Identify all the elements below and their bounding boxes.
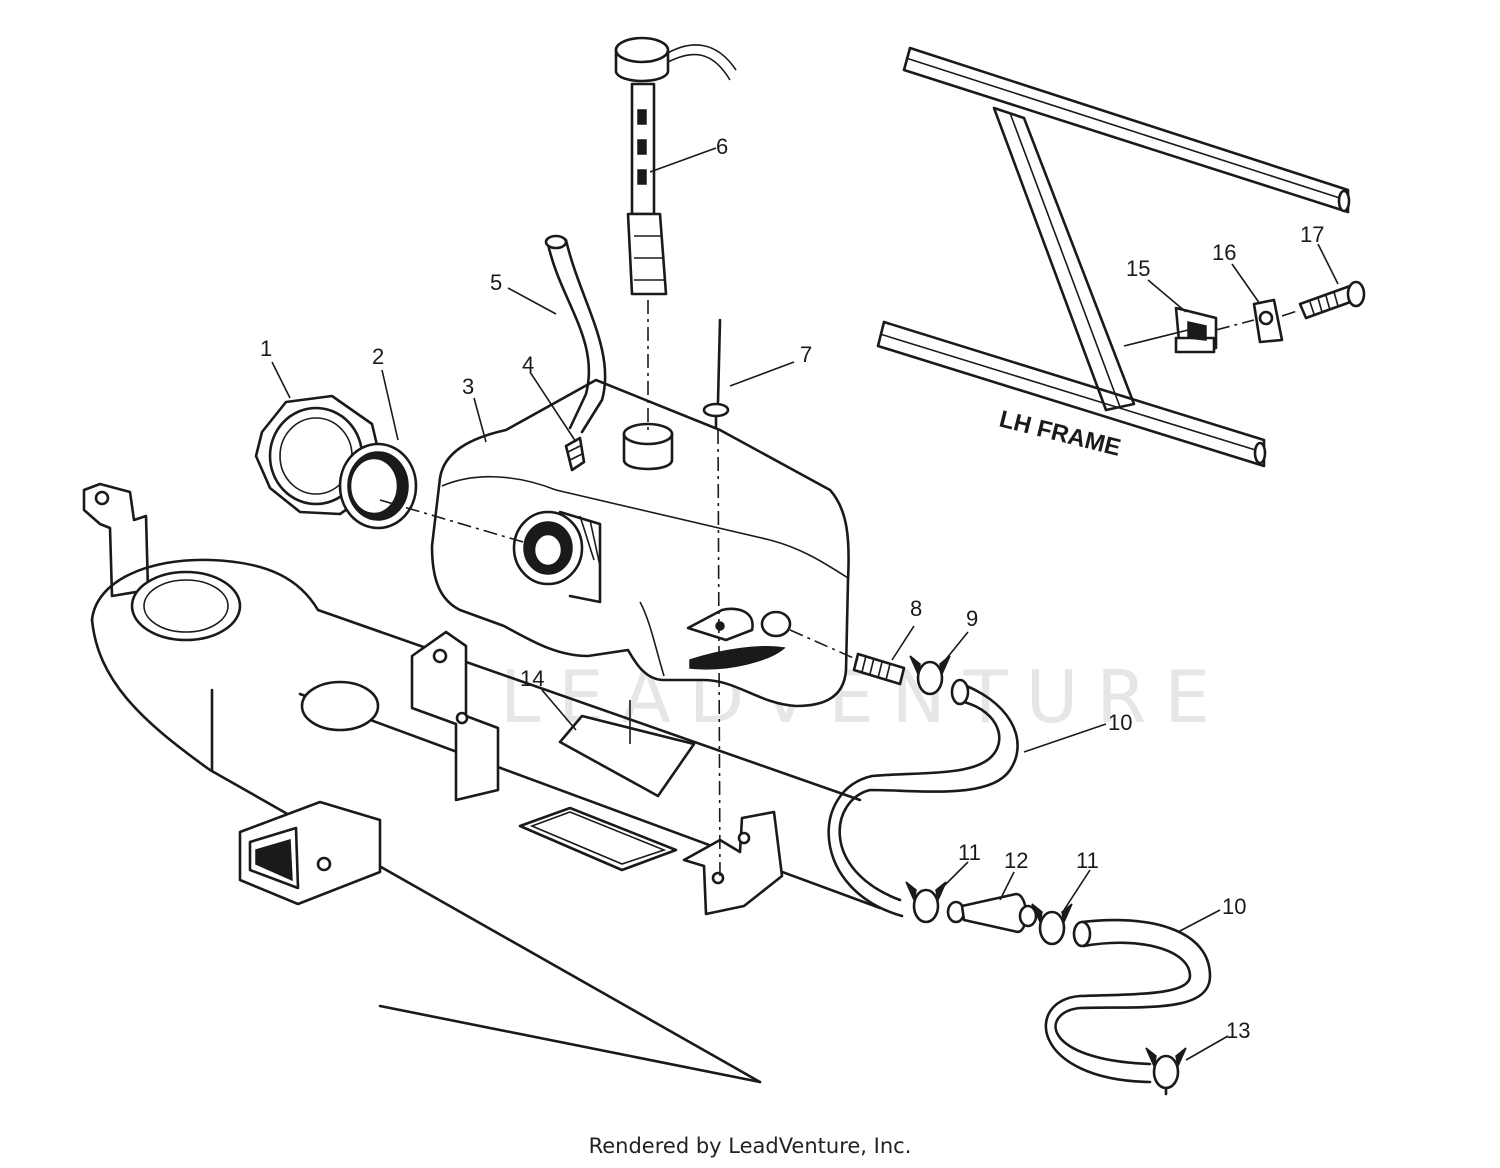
callout-4: 4: [522, 352, 534, 377]
lh-frame: [876, 46, 1351, 468]
part-16-bracket: [1252, 298, 1284, 344]
part-3-oil-tank: [430, 378, 850, 708]
part-13-clamp: [1145, 1047, 1187, 1096]
callout-12: 12: [1004, 848, 1028, 873]
part-12-filter: [946, 892, 1038, 934]
assembly-line-fitting: [789, 629, 859, 661]
part-5-vent-hose: [544, 234, 607, 434]
callout-2: 2: [372, 344, 384, 369]
main-frame: [82, 482, 882, 1084]
part-10-hose-lower: [1044, 918, 1212, 1084]
callout-3: 3: [462, 374, 474, 399]
part-17-bolt: [1298, 280, 1366, 320]
callout-5: 5: [490, 270, 502, 295]
part-15-clip: [1174, 306, 1218, 354]
callout-14: 14: [520, 666, 544, 691]
part-9-clamp: [909, 655, 951, 696]
callout-9: 9: [966, 606, 978, 631]
part-6-dipstick: [614, 36, 737, 296]
part-11-clamp-right: [1031, 903, 1073, 946]
part-7-pin: [702, 318, 730, 430]
part-2-gasket: [338, 442, 418, 530]
part-8-fitting: [852, 652, 906, 686]
callout-15: 15: [1126, 256, 1150, 281]
callout-13: 13: [1226, 1018, 1250, 1043]
credit-text: Rendered by LeadVenture, Inc.: [588, 1134, 912, 1158]
part-10-hose-upper: [827, 678, 1019, 918]
callout-7: 7: [800, 342, 812, 367]
assembly-line-pin: [717, 429, 721, 881]
callout-11-left: 11: [958, 840, 981, 865]
callout-1: 1: [260, 336, 272, 361]
callout-8: 8: [910, 596, 922, 621]
callout-16: 16: [1212, 240, 1236, 265]
part-14-pad: [558, 714, 696, 798]
callout-10-lower: 10: [1222, 894, 1246, 919]
callout-11-right: 11: [1076, 848, 1099, 873]
callout-leaders: [271, 147, 1339, 1061]
callout-10-upper: 10: [1108, 710, 1132, 735]
callout-6: 6: [716, 134, 728, 159]
part-11-clamp-left: [905, 881, 947, 924]
lh-frame-label: LH FRAME: [997, 406, 1124, 462]
callout-17: 17: [1300, 222, 1324, 247]
